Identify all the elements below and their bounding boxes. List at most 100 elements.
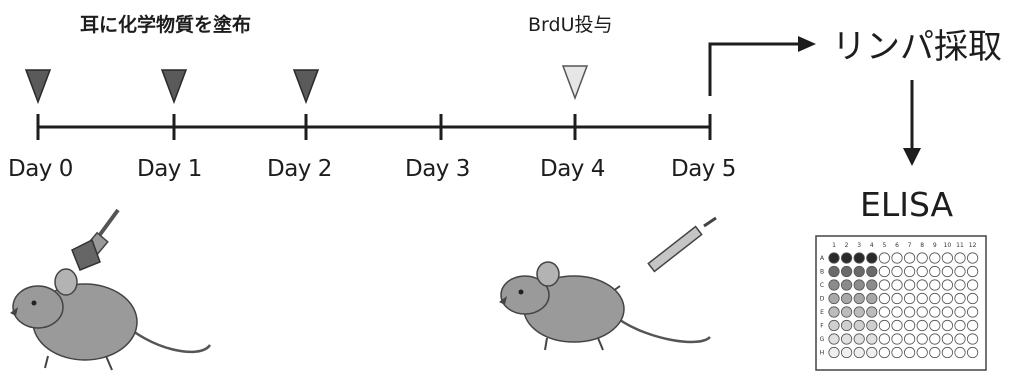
plate-row-letter: C [820, 282, 824, 289]
plate-well [841, 347, 851, 357]
plate-column-number: 1 [832, 242, 836, 249]
day-label-1: Day 1 [137, 158, 202, 181]
step-brdu-label: BrdU投与 [528, 16, 612, 35]
plate-column-number: 12 [969, 242, 977, 249]
plate-column-number: 6 [895, 242, 899, 249]
plate-well [955, 307, 965, 317]
day-label-4: Day 4 [540, 158, 605, 181]
plate-well [967, 280, 977, 290]
plate-well [942, 334, 952, 344]
plate-well [892, 280, 902, 290]
brdu-marker-triangle-day-4 [563, 66, 587, 98]
plate-well [829, 347, 839, 357]
plate-well [892, 293, 902, 303]
plate-well [841, 320, 851, 330]
plate-well [829, 293, 839, 303]
plate-well [854, 266, 864, 276]
plate-well [879, 307, 889, 317]
plate-well [904, 334, 914, 344]
step-lymph-collection-label: リンパ採取 [832, 30, 1002, 64]
plate-column-number: 8 [920, 242, 924, 249]
plate-well [829, 320, 839, 330]
syringe-icon [598, 218, 716, 302]
plate-well [879, 334, 889, 344]
plate-well [930, 293, 940, 303]
plate-well [841, 334, 851, 344]
plate-well [917, 280, 927, 290]
plate-well [904, 307, 914, 317]
plate-column-number: 5 [882, 242, 886, 249]
plate-well [967, 293, 977, 303]
plate-well [829, 334, 839, 344]
plate-well [854, 334, 864, 344]
paint-marker-triangle-day-2 [294, 70, 318, 102]
plate-well [841, 307, 851, 317]
plate-well [867, 266, 877, 276]
plate-row-letter: H [820, 350, 825, 357]
plate-well [879, 253, 889, 263]
step-elisa-label: ELISA [860, 188, 953, 221]
plate-column-number: 4 [870, 242, 874, 249]
mouse-illustration-right [499, 262, 710, 350]
plate-well [879, 320, 889, 330]
paint-marker-triangle-day-0 [26, 70, 50, 102]
plate-well [854, 253, 864, 263]
plate-well [955, 347, 965, 357]
plate-well [854, 320, 864, 330]
plate-column-number: 7 [908, 242, 912, 249]
plate-well [967, 334, 977, 344]
plate-well [854, 293, 864, 303]
plate-well [917, 293, 927, 303]
plate-well [917, 253, 927, 263]
plate-column-number: 9 [933, 242, 937, 249]
plate-well [829, 253, 839, 263]
plate-well [841, 253, 851, 263]
plate-well [930, 253, 940, 263]
plate-well [942, 266, 952, 276]
plate-well [904, 280, 914, 290]
plate-column-number: 11 [956, 242, 964, 249]
plate-well [829, 280, 839, 290]
plate-well [867, 293, 877, 303]
plate-well [904, 293, 914, 303]
plate-well [867, 253, 877, 263]
plate-well [930, 280, 940, 290]
plate-well [841, 280, 851, 290]
paint-brush-icon [72, 210, 118, 270]
plate-row-letter: E [820, 309, 824, 316]
plate-row-letter: F [820, 323, 824, 330]
plate-well [930, 266, 940, 276]
plate-well [967, 307, 977, 317]
plate-column-number: 10 [944, 242, 952, 249]
plate-well [917, 307, 927, 317]
plate-well [867, 307, 877, 317]
plate-well [917, 334, 927, 344]
plate-column-number: 3 [857, 242, 861, 249]
plate-well [904, 266, 914, 276]
plate-well [904, 347, 914, 357]
plate-well [904, 253, 914, 263]
mouse-illustration-left [10, 269, 210, 370]
plate-well [942, 253, 952, 263]
arrow-head-right-icon [798, 36, 816, 52]
plate-well [854, 280, 864, 290]
plate-well [854, 347, 864, 357]
day-label-0: Day 0 [8, 158, 73, 181]
plate-well [955, 253, 965, 263]
plate-well [904, 320, 914, 330]
plate-well [967, 320, 977, 330]
plate-well [867, 347, 877, 357]
plate-well [879, 347, 889, 357]
plate-well [867, 320, 877, 330]
plate-well [917, 266, 927, 276]
plate-well [955, 293, 965, 303]
plate-well [942, 347, 952, 357]
plate-well [841, 293, 851, 303]
day-label-5: Day 5 [671, 158, 736, 181]
plate-well [967, 266, 977, 276]
paint-marker-triangle-day-1 [162, 70, 186, 102]
plate-column-number: 2 [845, 242, 849, 249]
day-label-2: Day 2 [267, 158, 332, 181]
